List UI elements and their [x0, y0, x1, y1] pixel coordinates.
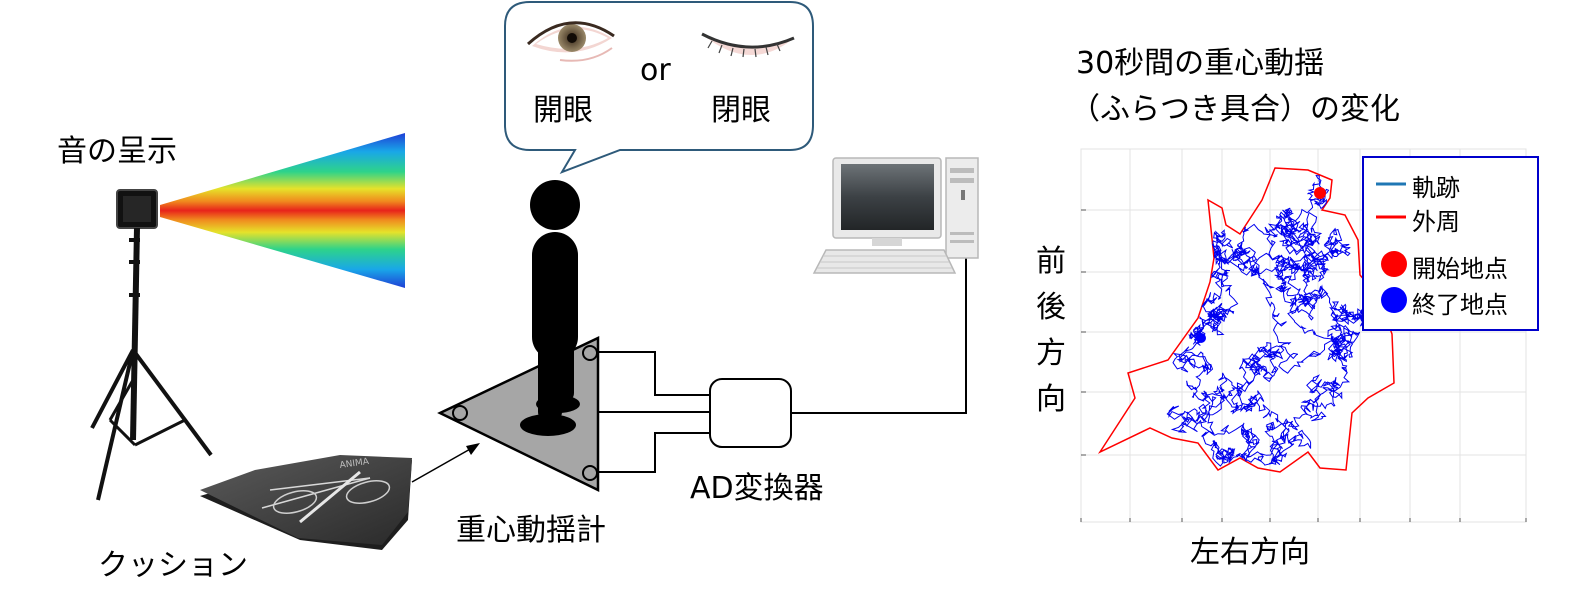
axis-x-label: 左右方向 [1190, 535, 1310, 570]
eye-open-icon [526, 21, 615, 62]
chart-legend [1362, 156, 1539, 331]
label-sound-presentation: 音の呈示 [57, 134, 177, 169]
legend-label-end: 終了地点 [1412, 291, 1508, 319]
label-cushion: クッション [98, 548, 248, 583]
trajectory-line [1166, 174, 1367, 467]
balance-meter-plate [437, 336, 600, 492]
ad-converter-box [709, 378, 792, 448]
computer-icon [812, 157, 979, 274]
cushion-arrow [411, 443, 480, 483]
pc-cable [791, 256, 967, 414]
axis-y-label-char-3: 方 [1036, 336, 1066, 371]
label-ad-converter: AD変換器 [690, 471, 824, 506]
legend-dot-start [1381, 251, 1407, 277]
label-or: or [640, 53, 671, 88]
perimeter-outline [1097, 167, 1395, 473]
axis-y-label-char-2: 後 [1036, 290, 1066, 325]
chart-title-line2: （ふらつき具合）の変化 [1070, 92, 1400, 127]
end-point [1196, 333, 1206, 343]
eye-closed-icon [701, 32, 795, 58]
cushion-mat: ANIMA [200, 455, 412, 550]
start-point [1314, 187, 1326, 199]
chart-ticks [1080, 209, 1527, 522]
axis-y-label-char-4: 向 [1036, 382, 1066, 417]
label-eyes-closed: 閉眼 [711, 93, 771, 128]
cushion-brand: ANIMA [339, 457, 370, 471]
person-silhouette [520, 180, 580, 436]
label-balance-meter: 重心動揺計 [456, 513, 606, 548]
legend-label-start: 開始地点 [1412, 255, 1508, 283]
trajectory-path [1166, 174, 1367, 467]
legend-dot-end [1381, 287, 1407, 313]
legend-label-perimeter: 外周 [1412, 208, 1460, 236]
speaker-stand [90, 189, 213, 501]
meter-cables [597, 351, 712, 473]
label-eyes-open: 開眼 [533, 93, 593, 128]
axis-y-label-char-1: 前 [1036, 244, 1066, 279]
chart-title-line1: 30秒間の重心動揺 [1076, 46, 1325, 81]
legend-label-trajectory: 軌跡 [1412, 174, 1460, 202]
sound-beam [160, 133, 405, 288]
